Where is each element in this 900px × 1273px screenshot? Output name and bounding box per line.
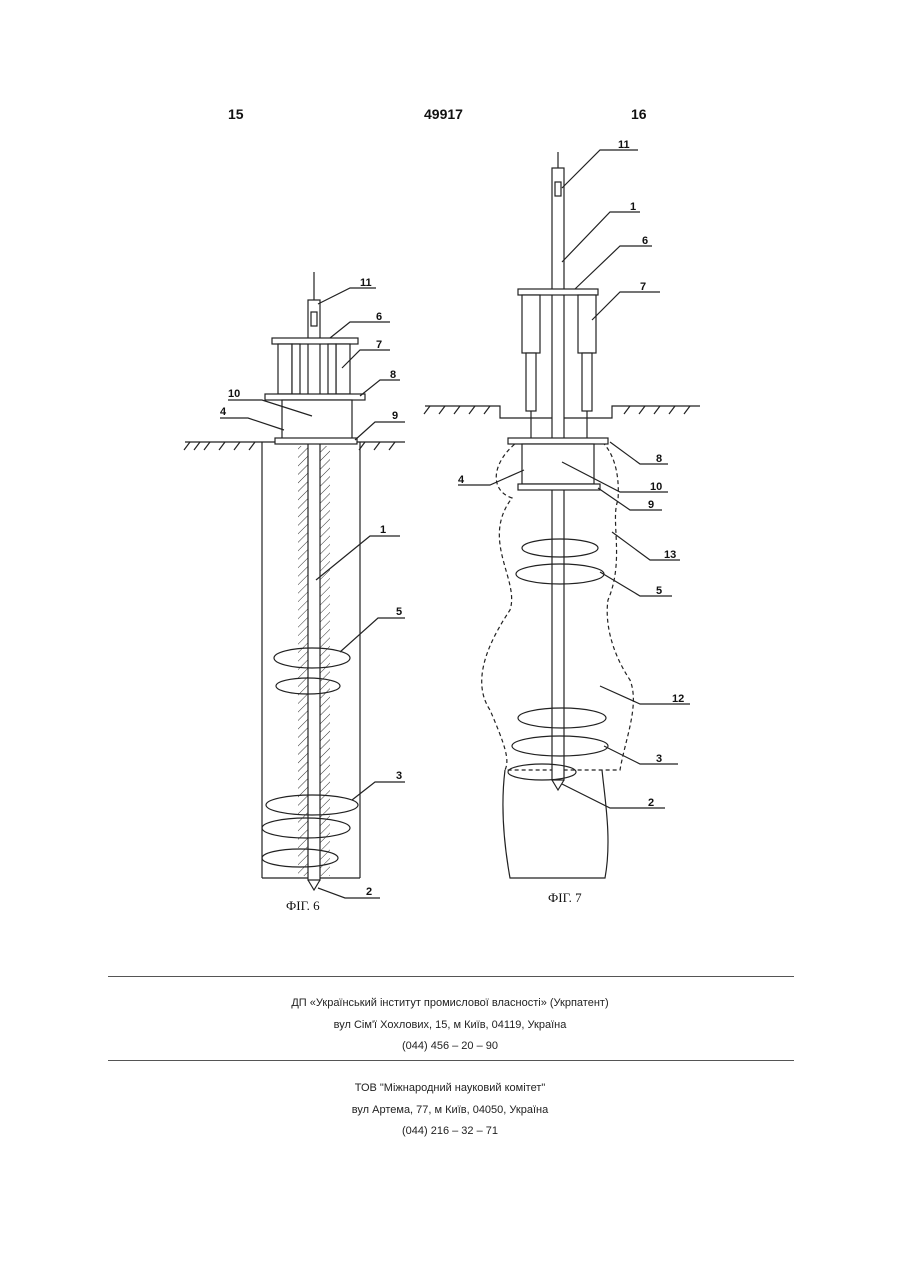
- jack-left: [278, 344, 292, 394]
- rod: [308, 300, 320, 880]
- patent-drawings: 11 6 7 8 10 4 9 1 5 3 2: [0, 0, 900, 930]
- fig6-label-10: 10: [228, 388, 240, 400]
- soil-sleeve-right: [320, 446, 330, 876]
- auger-turn-lower-3: [508, 764, 576, 780]
- org2-name: ТОВ "Міжнародний науковий комітет": [0, 1082, 900, 1094]
- org1-address: вул Сім'ї Хохлових, 15, м Київ, 04119, У…: [0, 1019, 900, 1031]
- jack-right-inner: [328, 344, 336, 394]
- jack-left-inner: [292, 344, 300, 394]
- plate-8: [265, 394, 365, 400]
- housing: [522, 444, 594, 484]
- org1-name: ДП «Український інститут промислової вла…: [0, 997, 900, 1009]
- leader-11: [562, 150, 638, 188]
- fig7-label-2: 2: [648, 797, 654, 809]
- base-plate: [275, 438, 357, 444]
- fig7-label-8: 8: [656, 453, 662, 465]
- top-plate: [518, 289, 598, 295]
- org2-address: вул Артема, 77, м Київ, 04050, Україна: [0, 1104, 900, 1116]
- jack-right-cylinder: [578, 295, 596, 353]
- rod-tip: [552, 780, 564, 790]
- leader-3: [604, 746, 678, 764]
- fig7-label-13: 13: [664, 549, 676, 561]
- fig6-label-4: 4: [220, 406, 227, 418]
- fig7-label-10: 10: [650, 481, 662, 493]
- fig7-label-6: 6: [642, 235, 648, 247]
- fig7-label-9: 9: [648, 499, 654, 511]
- fig6-label-6: 6: [376, 311, 382, 323]
- fig6-label-9: 9: [392, 410, 398, 422]
- fig6-label-2: 2: [366, 886, 372, 898]
- plate-8: [508, 438, 608, 444]
- jack-left-piston: [526, 353, 536, 411]
- fig6-label-7: 7: [376, 339, 382, 351]
- fig7-label-5: 5: [656, 585, 662, 597]
- jack-right: [336, 344, 350, 394]
- fig7-label-1: 1: [630, 201, 636, 213]
- footer-rule-middle: [108, 1060, 794, 1061]
- leader-11: [318, 288, 376, 304]
- housing: [282, 400, 352, 440]
- figure-7-caption: ФІГ. 7: [548, 890, 582, 906]
- fig6-label-1: 1: [380, 524, 386, 536]
- soil-sleeve-left: [298, 446, 308, 876]
- leader-5: [340, 618, 405, 652]
- leader-1: [562, 212, 640, 262]
- leader-7: [592, 292, 660, 320]
- fig6-label-5: 5: [396, 606, 402, 618]
- footer-rule-top: [108, 976, 794, 977]
- figure-7: [424, 150, 700, 878]
- fig7-label-4: 4: [458, 474, 465, 486]
- fig7-label-11: 11: [618, 139, 630, 151]
- leader-4: [220, 418, 284, 430]
- leader-8: [360, 380, 400, 396]
- fig6-label-3: 3: [396, 770, 402, 782]
- base-plate: [518, 484, 600, 490]
- fig6-label-11: 11: [360, 277, 372, 289]
- top-plate: [272, 338, 358, 344]
- fig7-label-3: 3: [656, 753, 662, 765]
- leader-9: [355, 422, 405, 440]
- fig7-label-12: 12: [672, 693, 684, 705]
- org2-phone: (044) 216 – 32 – 71: [0, 1125, 900, 1137]
- leader-4: [458, 470, 524, 485]
- figure-6-caption: ФІГ. 6: [286, 898, 320, 914]
- jack-left-cylinder: [522, 295, 540, 353]
- jack-right-piston: [582, 353, 592, 411]
- fig7-label-7: 7: [640, 281, 646, 293]
- leader-6: [330, 322, 390, 338]
- org1-phone: (044) 456 – 20 – 90: [0, 1040, 900, 1052]
- figure-6: [184, 272, 405, 898]
- fig6-label-8: 8: [390, 369, 396, 381]
